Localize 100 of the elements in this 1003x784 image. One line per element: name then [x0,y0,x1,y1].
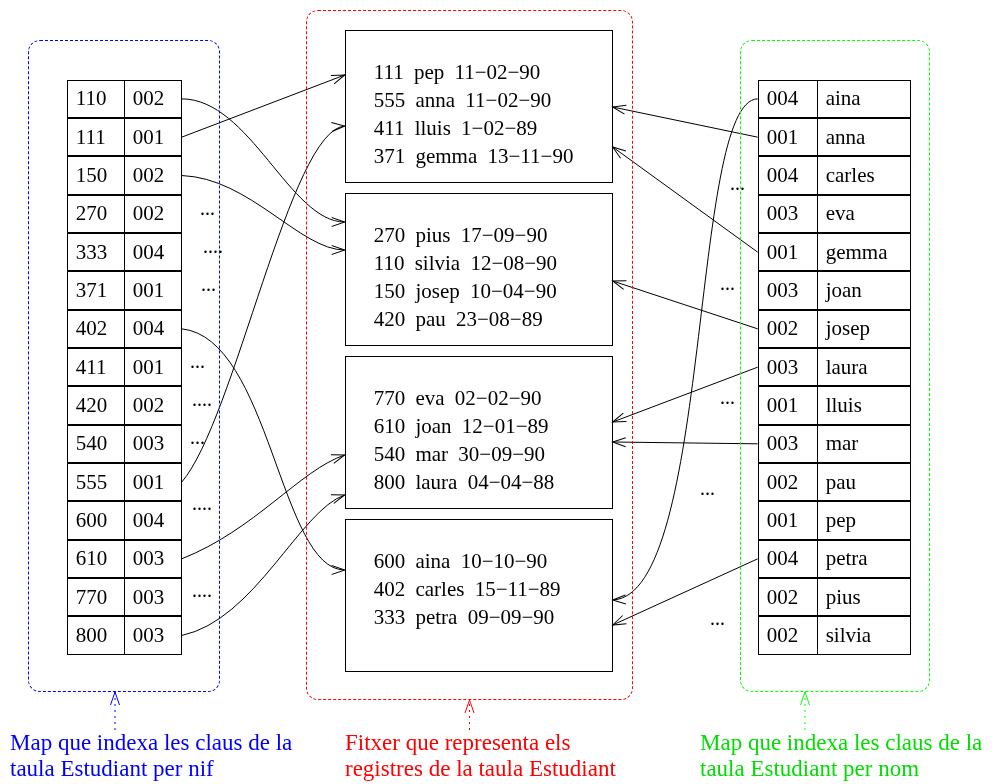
ellipsis-text: ... [190,351,205,371]
arrow [612,437,759,448]
arrow [181,175,346,254]
arrow [612,146,759,253]
caption-text: Map que indexa les claus de la taula Estudiant per nif [10,730,293,782]
table-cell: 003 [757,194,818,233]
record-text: 411 lluis 1−02−89 [373,114,539,142]
arrow [181,98,346,225]
table-cell: 001 [757,118,818,157]
table-cell: 333 [66,233,125,272]
arrow [181,125,346,483]
table-cell: 001 [123,271,182,310]
ellipsis-text: ... [190,427,205,447]
table-cell: 004 [757,539,818,578]
record-text: 540 mar 30−09−90 [373,440,547,468]
table-cell: 111 [66,118,125,157]
table-cell: 110 [66,79,125,118]
table-cell: 600 [66,501,125,540]
record-block [344,518,613,672]
table-cell: 001 [757,501,818,540]
ellipsis-text: .... [203,236,223,256]
table-cell: 001 [123,118,182,157]
table-cell: 003 [123,578,182,617]
table-cell: 004 [123,309,182,348]
record-block [344,192,613,346]
ellipsis-text: ... [201,274,216,294]
table-cell: 411 [66,348,125,387]
dashed-group-frame [306,10,633,700]
table-cell: 002 [757,578,818,617]
ellipsis-text: ... [700,478,715,498]
table-cell: 003 [757,271,818,310]
record-text: 150 josep 10−04−90 [373,277,558,305]
table-cell: mar [816,424,911,463]
table-cell: 002 [123,79,182,118]
table-cell: 002 [757,463,818,502]
ellipsis-text: ... [200,198,215,218]
table-cell: 004 [123,501,182,540]
table-cell: 003 [123,539,182,578]
arrow [612,104,759,138]
ellipsis-text: .... [192,389,212,409]
dotted-arrow [800,691,810,731]
record-text: 420 pau 23−08−89 [373,305,544,333]
table-cell: 001 [757,386,818,425]
table-cell: 540 [66,424,125,463]
table-cell: 270 [66,194,125,233]
table-cell: 002 [123,194,182,233]
table-cell: pius [816,578,911,617]
table-cell: gemma [816,233,911,272]
table-cell: 002 [123,156,182,195]
dotted-arrow [464,699,475,731]
arrow [181,454,346,560]
table-cell: 001 [123,463,182,502]
arrow [181,74,346,138]
table-cell: 003 [757,424,818,463]
caption-text: Fitxer que representa els registres de la taula Estudiant [345,730,649,782]
table-cell: petra [816,539,911,578]
record-text: 770 eva 02−02−90 [373,384,543,412]
table-cell: 371 [66,271,125,310]
table-cell: 004 [757,79,818,118]
ellipsis-text: ... [710,608,725,628]
record-text: 610 joan 12−01−89 [373,412,550,440]
table-cell: 001 [123,348,182,387]
table-cell: pep [816,501,911,540]
table-cell: eva [816,194,911,233]
table-cell: 001 [757,233,818,272]
record-text: 371 gemma 13−11−90 [373,142,575,170]
table-cell: 004 [123,233,182,272]
record-text: 333 petra 09−09−90 [373,603,556,631]
record-text: 402 carles 15−11−89 [373,575,562,603]
table-cell: 004 [757,156,818,195]
arrow [181,328,346,572]
ellipsis-text: ... [730,173,745,193]
arrow [612,280,759,330]
table-cell: 555 [66,463,125,502]
arrow [181,494,346,636]
record-text: 111 pep 11−02−90 [373,58,542,86]
table-cell: anna [816,118,911,157]
table-cell: josep [816,309,911,348]
table-cell: pau [816,463,911,502]
table-cell: 420 [66,386,125,425]
record-text: 555 anna 11−02−90 [373,86,553,114]
table-cell: laura [816,348,911,387]
table-cell: 402 [66,309,125,348]
table-cell: joan [816,271,911,310]
table-cell: 770 [66,578,125,617]
table-cell: 800 [66,616,125,655]
table-cell: 002 [123,386,182,425]
table-cell: 003 [123,616,182,655]
table-cell: 002 [757,616,818,655]
record-text: 800 laura 04−04−88 [373,468,556,496]
table-cell: silvia [816,616,911,655]
table-cell: 002 [757,309,818,348]
table-cell: 150 [66,156,125,195]
ellipsis-text: .... [192,580,212,600]
table-cell: 610 [66,539,125,578]
arrow [612,366,759,423]
table-cell: lluis [816,386,911,425]
caption-text: Map que indexa les claus de la taula Estudiant per nom [700,730,1002,782]
ellipsis-text: .... [192,493,212,513]
arrow [612,558,759,626]
